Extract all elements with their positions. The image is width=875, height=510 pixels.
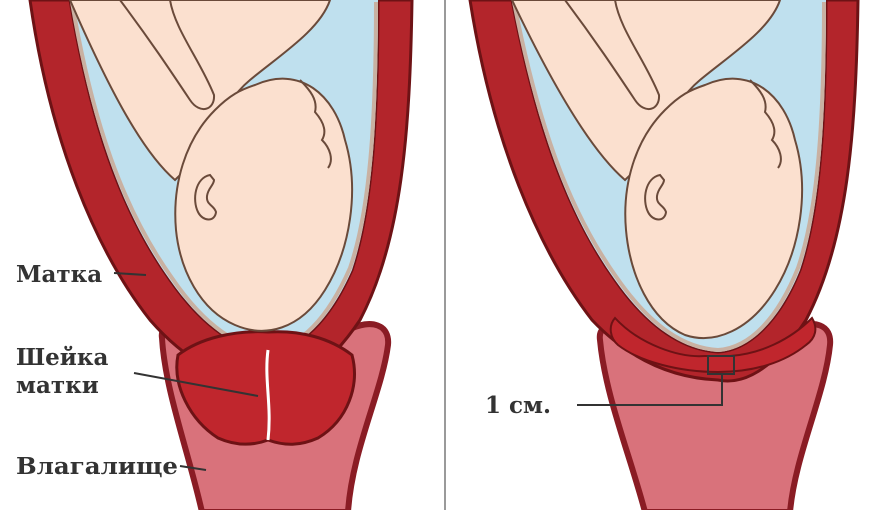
label-vagina: Влагалище [16,453,178,480]
cervix-closed [177,332,355,445]
label-uterus: Матка [16,261,102,288]
label-cervix-line1: Шейка [16,344,108,371]
label-cervix-line2: матки [16,372,99,399]
panel-before-dilation [30,0,412,510]
label-dilation: 1 см. [485,392,551,419]
panel-dilation-1cm [470,0,858,510]
